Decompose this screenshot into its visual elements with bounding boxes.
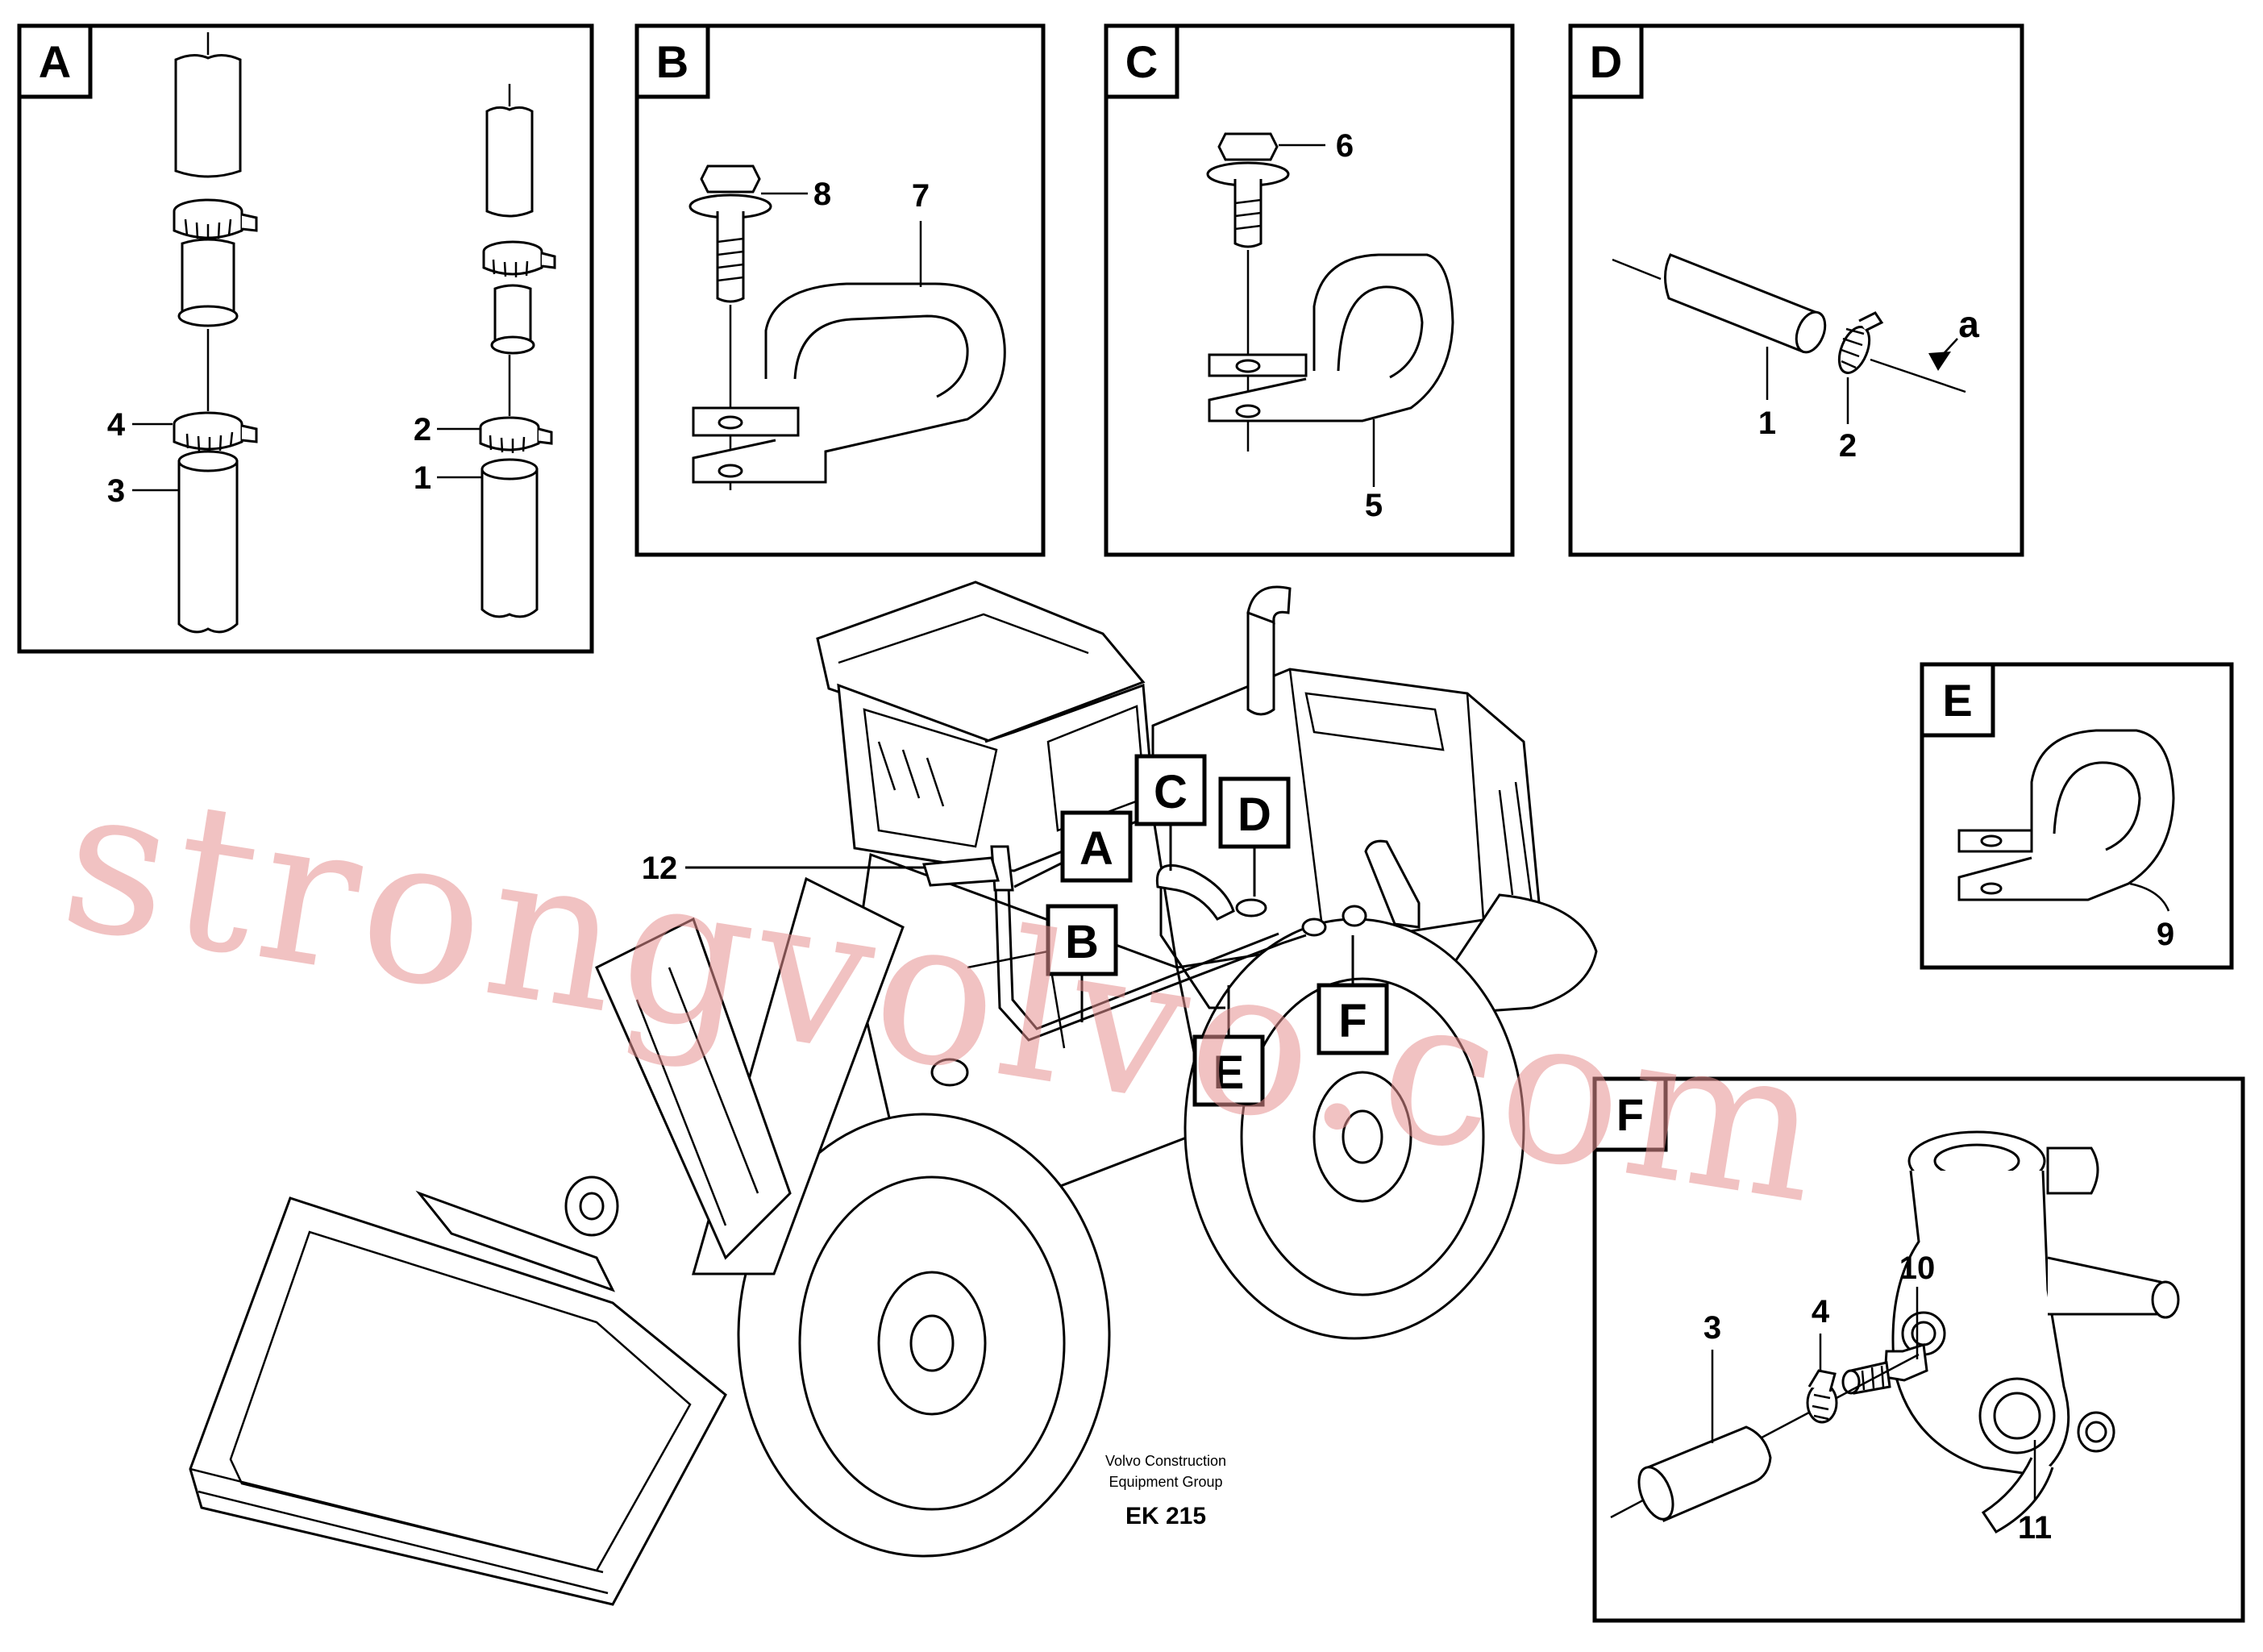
- panel-c-letter: C: [1125, 36, 1158, 87]
- part-label-5: 5: [1365, 488, 1383, 523]
- callout-b: B: [1065, 916, 1099, 968]
- hose-assembly-right: 2 1: [414, 84, 556, 618]
- callout-a: A: [1080, 822, 1113, 875]
- panel-e: E 9: [1920, 662, 2234, 970]
- hose-assembly-left: 4 3: [107, 32, 258, 634]
- panel-d-letter: D: [1590, 36, 1622, 87]
- part-label-1: 1: [1758, 406, 1776, 441]
- part-label-8: 8: [813, 177, 831, 212]
- front-wheel: [737, 1113, 1111, 1558]
- panel-a-letter: A: [39, 36, 71, 87]
- panel-f-letter: F: [1616, 1089, 1644, 1140]
- direction-label-a: a: [1958, 303, 1979, 345]
- panel-e-letter: E: [1942, 675, 1972, 726]
- panel-b-letter: B: [656, 36, 688, 87]
- clamp-9: 9: [1957, 729, 2175, 952]
- bolt-6: 6: [1206, 128, 1354, 451]
- part-label-1: 1: [414, 460, 431, 496]
- part-label-11: 11: [2018, 1510, 2052, 1546]
- clamp-4: 4: [1806, 1294, 1838, 1424]
- callout-f: F: [1338, 995, 1367, 1047]
- panel-b: B 8 7: [634, 23, 1046, 557]
- callout-box-c: [1134, 754, 1207, 826]
- part-label-9: 9: [2157, 917, 2174, 952]
- callout-e: E: [1213, 1047, 1245, 1099]
- part-label-3: 3: [1703, 1310, 1721, 1346]
- panel-f: F 11 10: [1592, 1076, 2245, 1623]
- part-label-4: 4: [107, 407, 126, 443]
- main-callouts: A B C D E F 12: [642, 754, 1389, 1107]
- part-label-12: 12: [642, 851, 678, 886]
- hose-3: 3: [1637, 1310, 1772, 1523]
- bolt-8: 8: [688, 164, 831, 490]
- part-label-3: 3: [107, 473, 125, 509]
- panel-d: D a 1 2: [1568, 23, 2024, 557]
- caption-line-2: Equipment Group: [1109, 1474, 1222, 1490]
- callout-box-a: [1060, 810, 1133, 883]
- wheel-loader: [189, 580, 1598, 1606]
- nipple-10: 10: [1610, 1250, 1936, 1519]
- bucket: [189, 1190, 727, 1606]
- part-label-4: 4: [1812, 1294, 1830, 1330]
- part-label-2: 2: [1839, 428, 1857, 464]
- panel-a: A 4 3: [17, 23, 594, 654]
- part-label-6: 6: [1336, 128, 1354, 164]
- thermostat-housing-11: 11: [1891, 1130, 2180, 1546]
- callout-box-d: [1218, 776, 1291, 849]
- clamp-5: 5: [1208, 253, 1454, 523]
- part-label-10: 10: [1899, 1250, 1936, 1286]
- panel-c: C 6 5: [1104, 23, 1515, 557]
- hose-and-clamp: a 1 2: [1612, 253, 1979, 464]
- part-label-2: 2: [414, 412, 431, 447]
- caption: Volvo Construction Equipment Group EK 21…: [1105, 1453, 1226, 1529]
- part-label-7: 7: [912, 178, 930, 214]
- callout-c: C: [1154, 766, 1188, 818]
- clamp-7: 7: [692, 178, 1006, 484]
- rear-wheel: [1183, 918, 1525, 1340]
- caption-line-1: Volvo Construction: [1105, 1453, 1226, 1469]
- callout-d: D: [1238, 789, 1271, 841]
- diagram-code: EK 215: [1125, 1503, 1206, 1529]
- callout-box-b: [1046, 904, 1118, 976]
